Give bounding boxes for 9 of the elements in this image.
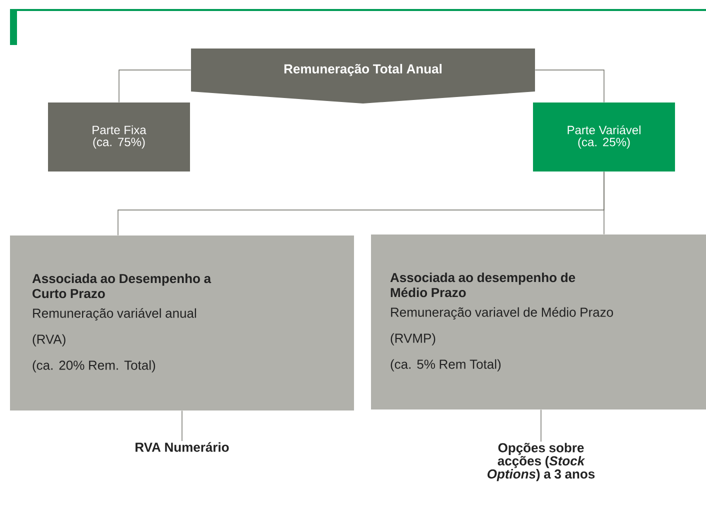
category-box: Parte Variável (ca. 25%) (533, 102, 675, 172)
outcome-label: Opções sobre acções (Stock Options) a 3 anos (488, 442, 595, 482)
connector-line (540, 409, 542, 442)
info-panel: Associada ao desempenho de Médio Prazo Remuneração variavel de Médio Prazo (RVMP) (ca. 5% Rem Total) (371, 234, 706, 410)
connector-line (118, 70, 192, 103)
connector-line (534, 70, 604, 103)
category-box: Parte Fixa (ca. 75%) (48, 102, 190, 172)
info-panel: Associada ao Desempenho a Curto Prazo Remuneração variável anual (RVA) (ca. 20% Rem. Total) (10, 236, 354, 410)
outcome-label: RVA Numerário (136, 442, 229, 452)
